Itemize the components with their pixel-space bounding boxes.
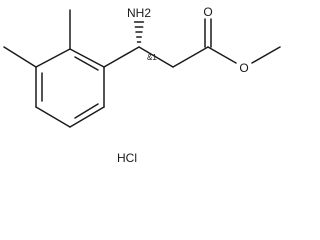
benzene-ring <box>35 48 105 128</box>
carbonyl-oxygen-label: O <box>203 5 212 19</box>
bond <box>69 48 105 68</box>
bond-ring-to-stereocenter <box>103 46 140 68</box>
bond-ch2-to-carbonyl <box>172 46 209 68</box>
bond <box>69 106 105 128</box>
bond-ester-o-to-methyl <box>251 46 281 64</box>
ester-oxygen-label: O <box>239 61 248 75</box>
methyl-bond-3 <box>3 46 37 68</box>
bond-carbonyl-to-ester-o <box>207 46 237 64</box>
double-bond-inner <box>74 56 99 71</box>
bond <box>35 48 71 68</box>
hashed-wedge-bond <box>133 21 145 43</box>
stereo-label: &1 <box>147 53 157 62</box>
salt-label: HCl <box>117 151 137 165</box>
chemical-structure: NH2 &1 O O HCl <box>3 5 281 165</box>
double-bond-inner <box>74 103 99 119</box>
bond <box>35 106 71 128</box>
amine-label: NH2 <box>127 6 151 20</box>
bond-stereocenter-to-ch2 <box>138 46 174 68</box>
